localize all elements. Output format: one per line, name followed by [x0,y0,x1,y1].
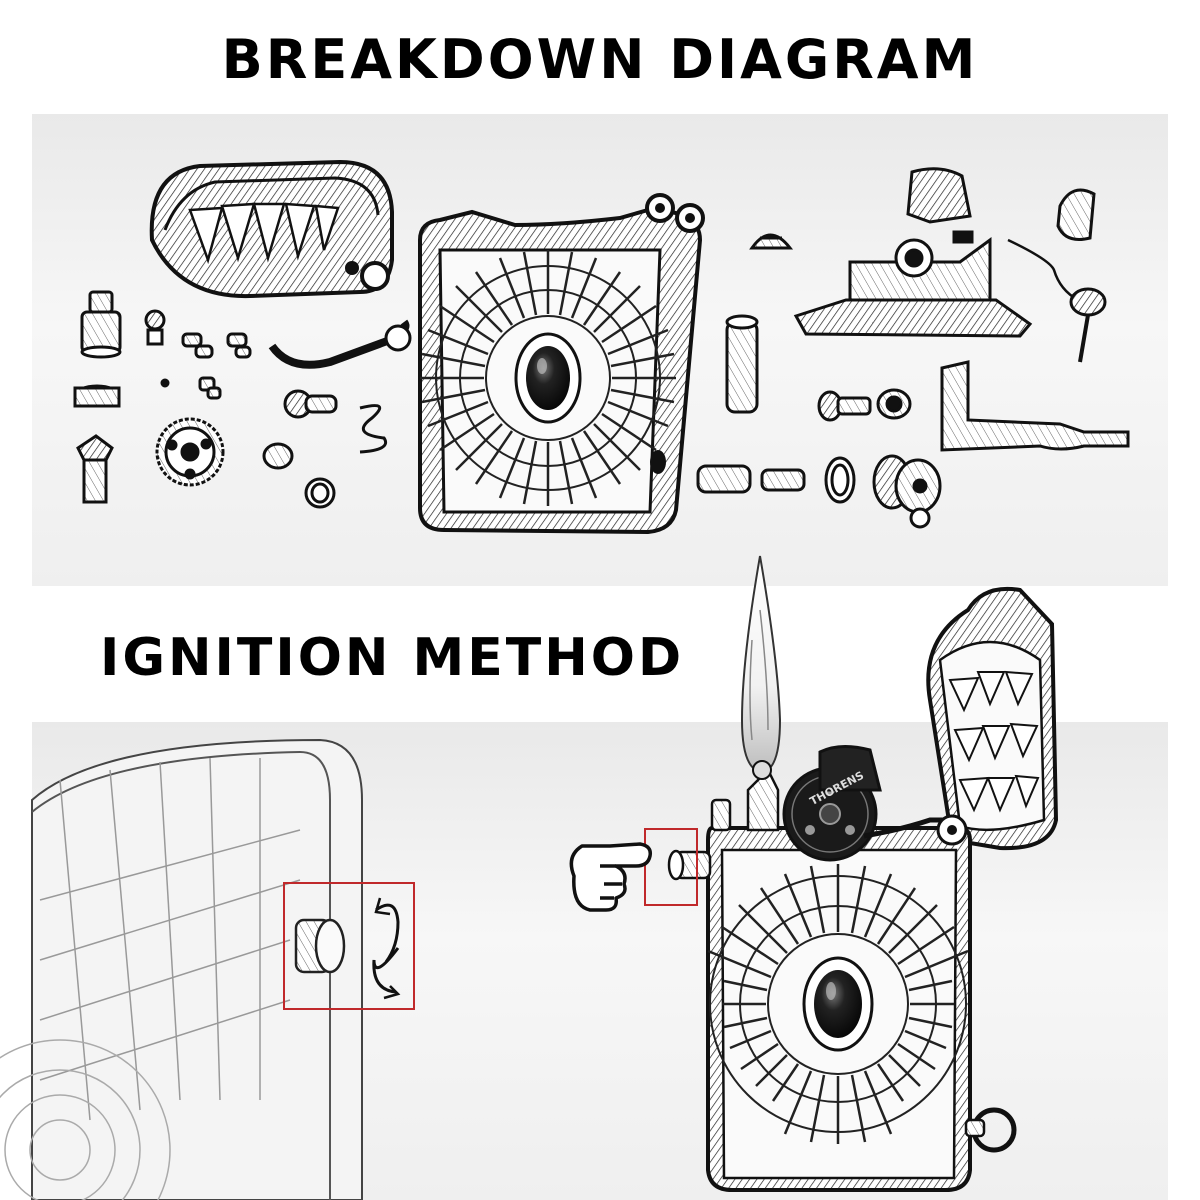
hand-pointing-right-icon [569,842,653,912]
breakdown-diagram-title: BREAKDOWN DIAGRAM [221,28,979,91]
lit-lighter: THORENS [667,555,1059,1192]
small-parts-right [696,167,1130,529]
lighter-case-part [418,193,705,535]
lid-part [149,159,394,299]
case-closeup [0,738,363,1200]
wheel-highlight-box [283,882,415,1010]
rotate-arrows-icon [372,897,401,1000]
ignition-method-title: IGNITION METHOD [100,628,685,688]
small-parts-left [73,290,412,509]
button-highlight-box [644,828,698,906]
